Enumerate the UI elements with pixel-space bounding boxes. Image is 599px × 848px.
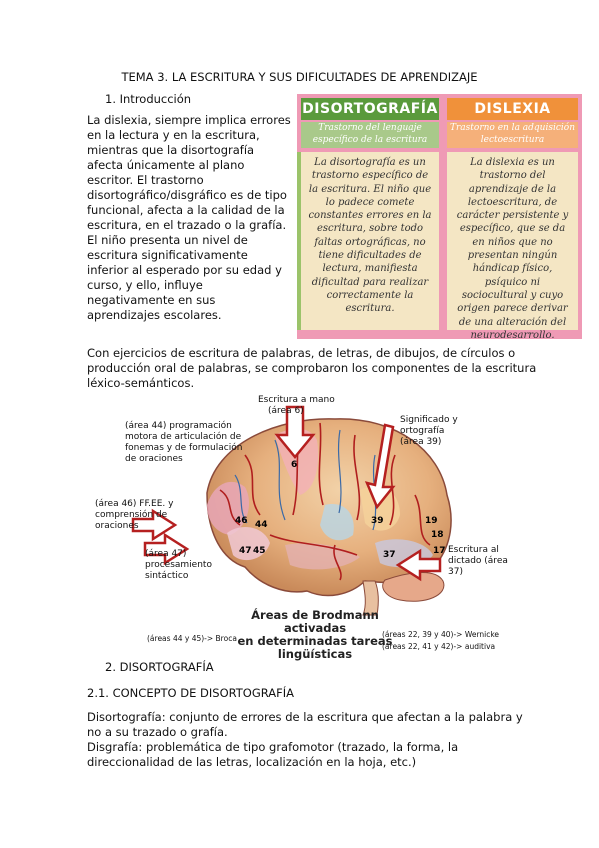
- section-heading-disortografia: 2. DISORTOGRAFÍA: [105, 660, 214, 674]
- area-46-number: 46: [235, 516, 248, 526]
- label-area-6: Escritura a mano (área 6): [258, 395, 378, 417]
- label-area-47: (área 47) procesamiento sintáctico: [145, 549, 212, 581]
- dislexia-title: DISLEXIA: [447, 98, 578, 120]
- area-19-number: 19: [425, 516, 438, 526]
- label-area-37: Escritura al dictado (área 37): [448, 545, 508, 577]
- area-44-number: 44: [255, 520, 268, 530]
- disortografia-title: DISORTOGRAFÍA: [301, 98, 439, 120]
- note-auditiva: (áreas 22, 41 y 42)-> auditiva: [382, 642, 496, 651]
- page-title: TEMA 3. LA ESCRITURA Y SUS DIFICULTADES …: [121, 70, 478, 84]
- intro-paragraph: La dislexia, siempre implica errores en …: [87, 113, 291, 322]
- area-37-number: 37: [383, 550, 396, 560]
- subsection-heading-concepto: 2.1. CONCEPTO DE DISORTOGRAFÍA: [87, 686, 295, 700]
- area-18-number: 18: [431, 530, 444, 540]
- components-paragraph: Con ejercicios de escritura de palabras,…: [87, 346, 537, 390]
- caption-line1: Áreas de Brodmann activadas: [251, 608, 379, 635]
- caption-line2: en determinadas tareas: [237, 634, 393, 648]
- section-heading-introduccion: 1. Introducción: [105, 92, 192, 106]
- label-area-39: Significado y ortografía (área 39): [400, 415, 458, 447]
- brain-illustration: 6 44 46 47 45 39 37 19 18 17: [131, 405, 452, 616]
- brain-figure: 6 44 46 47 45 39 37 19 18 17 Escritura a…: [95, 395, 508, 661]
- dislexia-body: La dislexia es un trastorno del aprendiz…: [447, 152, 578, 341]
- label-area-6-line2: (área 6): [268, 406, 304, 416]
- area-6-number: 6: [291, 460, 297, 470]
- definition-disortografia: Disortografía: conjunto de errores de la…: [87, 710, 523, 739]
- label-area-6-line1: Escritura a mano: [258, 395, 335, 405]
- area-39-number: 39: [371, 516, 384, 526]
- comparison-card: DISORTOGRAFÍA DISLEXIA Trastorno del len…: [297, 94, 582, 341]
- area-45-number: 45: [253, 546, 266, 556]
- disortografia-body: La disortografía es un trastorno específ…: [301, 152, 439, 330]
- disortografia-subtitle: Trastorno del lenguaje específico de la …: [301, 122, 439, 148]
- note-broca: (áreas 44 y 45)-> Broca: [147, 634, 237, 643]
- caption-line3: lingüísticas: [277, 647, 353, 661]
- note-wernicke: (áreas 22, 39 y 40)-> Wernicke: [382, 630, 500, 639]
- definition-disgrafia: Disgrafía: problemática de tipo grafomot…: [87, 740, 459, 769]
- area-17-number: 17: [433, 546, 446, 556]
- figure-caption: Áreas de Brodmann activadas en determina…: [225, 609, 405, 661]
- label-area-46: (área 46) FF.EE. y comprensión de oracio…: [95, 499, 174, 531]
- area-47-number: 47: [239, 546, 252, 556]
- label-area-44: (área 44) programación motora de articul…: [125, 421, 243, 464]
- dislexia-subtitle: Trastorno en la adquisición lectoescritu…: [447, 122, 578, 148]
